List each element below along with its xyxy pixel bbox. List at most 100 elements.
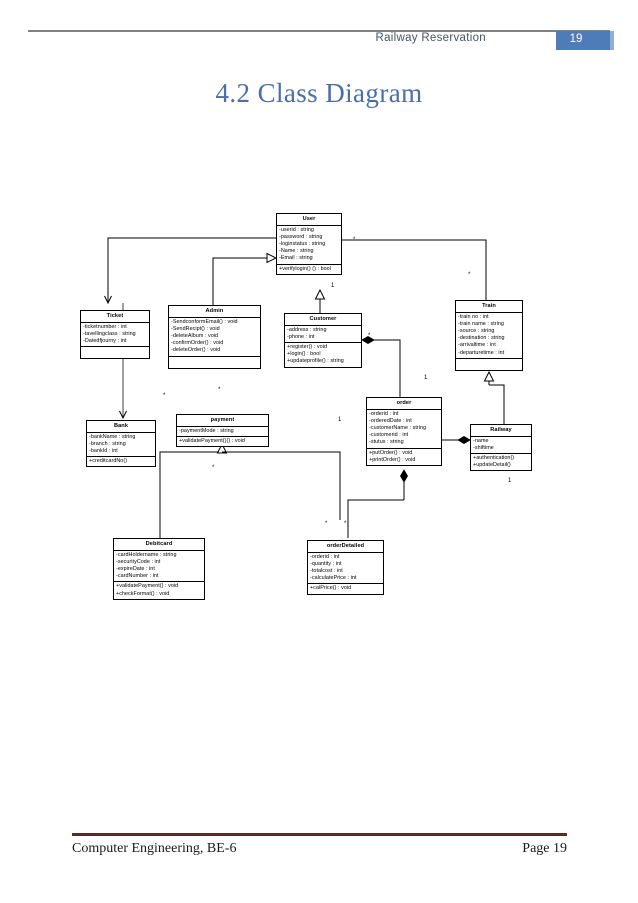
- multiplicity-label: 1: [424, 375, 428, 381]
- attribute-row: -Name : string: [279, 248, 314, 255]
- class-name: Bank: [87, 421, 155, 433]
- methods-compartment: [169, 357, 260, 368]
- multiplicity-label: *: [325, 521, 328, 527]
- attribute-row: -securityCode : int: [116, 558, 161, 565]
- attributes-compartment: -cardHoldername : string -securityCode :…: [114, 551, 204, 583]
- attribute-row: -paymentMode : string: [179, 427, 234, 434]
- methods-compartment: +authentication() +updateDetail(): [471, 454, 531, 470]
- attribute-row: -password : string: [279, 233, 323, 240]
- class-box-payment[interactable]: payment -paymentMode : string +validateP…: [176, 414, 269, 447]
- attribute-row: -Email : string: [279, 255, 313, 262]
- class-box-order[interactable]: order -orderid : int -orderedDate : int …: [366, 397, 442, 466]
- attribute-row: -departuretime : int: [458, 349, 505, 356]
- class-box-debitcard[interactable]: Debitcard -cardHoldername : string -secu…: [113, 538, 205, 600]
- attribute-row: -stutus : string: [369, 439, 404, 446]
- attributes-compartment: -userid : string -password : string -log…: [277, 226, 341, 265]
- class-box-ticket[interactable]: Ticket -ticketnumber : int -tavellingcla…: [80, 310, 150, 360]
- attribute-row: -shiftime: [473, 444, 494, 451]
- methods-compartment: +validatePayment() : void +checkFormat()…: [114, 582, 204, 598]
- method-row: +creditcardNo(): [89, 458, 128, 465]
- attributes-compartment: -bankName : string -branch : string -ban…: [87, 433, 155, 458]
- footer-page-label: Page 19: [522, 841, 567, 856]
- class-name: payment: [177, 415, 268, 427]
- multiplicity-label: 1: [508, 478, 512, 484]
- attributes-compartment: -address : string -phone : int: [285, 326, 361, 343]
- method-row: +register() : void: [287, 343, 327, 350]
- attribute-row: -customerName : string: [369, 424, 427, 431]
- method-row: +authentication(): [473, 454, 515, 461]
- attribute-row: -bankName : string: [89, 433, 136, 440]
- attributes-compartment: -train no : int -train name : string -so…: [456, 313, 522, 359]
- class-name: User: [277, 214, 341, 226]
- attribute-row: -Datedfjourny : int: [83, 337, 127, 344]
- page-title: 4.2 Class Diagram: [215, 78, 423, 108]
- attribute-row: -SendconformEmail() : void: [171, 318, 238, 325]
- attribute-row: -name: [473, 437, 489, 444]
- method-row: +printOrder() : void: [369, 456, 416, 463]
- attribute-row: -train no : int: [458, 313, 489, 320]
- footer-left-text: Computer Engineering, BE-6: [72, 841, 237, 856]
- class-name: order: [367, 398, 441, 410]
- method-row: +updateprofile() : string: [287, 358, 344, 365]
- attributes-compartment: -paymentMode : string: [177, 427, 268, 437]
- multiplicity-label: *: [218, 387, 221, 393]
- header-page-number: 19: [569, 33, 583, 45]
- class-box-user[interactable]: User -userid : string -password : string…: [276, 213, 342, 275]
- method-row: +verifylogin() () : bool: [279, 265, 331, 272]
- method-row: +checkFormat() : void: [116, 590, 170, 597]
- class-name: Railway: [471, 425, 531, 437]
- class-box-orderdetailed[interactable]: orderDetailed -orderid : int -quantity :…: [307, 540, 384, 595]
- multiplicity-label: 1: [331, 283, 335, 289]
- methods-compartment: +validatePayment()() : void: [177, 437, 268, 446]
- attribute-row: -cardHoldername : string: [116, 551, 177, 558]
- header-title: Railway Reservation: [375, 32, 486, 44]
- methods-compartment: +register() : void +login() : bool +upda…: [285, 343, 361, 367]
- multiplicity-label: *: [163, 393, 166, 399]
- attribute-row: -tavellingclass : string: [83, 330, 136, 337]
- attribute-row: -deleteAlbum : void: [171, 332, 219, 339]
- attribute-row: -source : string: [458, 327, 495, 334]
- class-box-admin[interactable]: Admin -SendconformEmail() : void -SendRe…: [168, 305, 261, 369]
- attribute-row: -ticketnumber : int: [83, 323, 127, 330]
- attribute-row: -deleteOrder() : void: [171, 347, 221, 354]
- multiplicity-label: *: [353, 237, 356, 243]
- class-box-bank[interactable]: Bank -bankName : string -branch : string…: [86, 420, 156, 468]
- class-box-railway[interactable]: Railway -name -shiftime +authentication(…: [470, 424, 532, 472]
- class-name: Debitcard: [114, 539, 204, 551]
- class-box-customer[interactable]: Customer -address : string -phone : int …: [284, 313, 362, 368]
- attributes-compartment: -ticketnumber : int -tavellingclass : st…: [81, 323, 149, 348]
- multiplicity-label: *: [468, 272, 471, 278]
- method-row: +calPrice() : void: [310, 585, 352, 592]
- attribute-row: -customerid : int: [369, 432, 409, 439]
- class-name: Customer: [285, 314, 361, 326]
- attribute-row: -address : string: [287, 326, 327, 333]
- multiplicity-label: 1: [338, 417, 342, 423]
- attribute-row: -destination : string: [458, 335, 505, 342]
- method-row: +putOrder() : void: [369, 449, 413, 456]
- method-row: +validatePayment() : void: [116, 583, 179, 590]
- class-box-train[interactable]: Train -train no : int -train name : stri…: [455, 300, 523, 371]
- attribute-row: -userid : string: [279, 226, 314, 233]
- methods-compartment: [456, 359, 522, 370]
- attribute-row: -totalcost : int: [310, 567, 343, 574]
- footer-rule: [72, 833, 567, 836]
- methods-compartment: +creditcardNo(): [87, 457, 155, 466]
- method-row: +validatePayment()() : void: [179, 437, 245, 444]
- class-name: Ticket: [81, 311, 149, 323]
- attribute-row: -cardNumber : int: [116, 573, 159, 580]
- attribute-row: -bankId : int: [89, 447, 118, 454]
- attribute-row: -loginstatus : string: [279, 240, 326, 247]
- multiplicity-label: *: [344, 521, 347, 527]
- attribute-row: -SendRecipt() : void: [171, 325, 220, 332]
- header-rule: [28, 30, 610, 32]
- attribute-row: -expireDate : int: [116, 565, 155, 572]
- methods-compartment: [81, 347, 149, 358]
- multiplicity-label: *: [212, 465, 215, 471]
- method-row: +updateDetail(): [473, 462, 511, 469]
- attribute-row: -branch : string: [89, 440, 126, 447]
- header-page-badge: [556, 31, 610, 50]
- attributes-compartment: -name -shiftime: [471, 437, 531, 454]
- attribute-row: -orderedDate : int: [369, 417, 412, 424]
- attribute-row: -calculatePrice : int: [310, 575, 357, 582]
